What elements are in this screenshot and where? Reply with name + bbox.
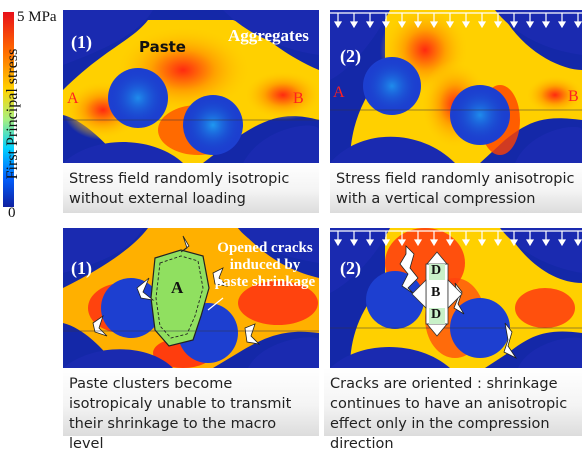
b-label-middle: B [431, 285, 441, 300]
aggregates-label: Aggregates [228, 26, 309, 45]
paste-cluster-label: A [171, 278, 184, 297]
panel-number: (2) [340, 258, 361, 278]
caption-top-right: Stress field randomly anisotropic with a… [330, 163, 582, 213]
d-label-top: D [431, 263, 442, 278]
caption-bottom-left: Paste clusters become isotropicaly unabl… [63, 368, 319, 452]
point-b-label: B [293, 90, 304, 107]
point-a-label: A [67, 90, 79, 107]
caption-top-left: Stress field randomly isotropic without … [63, 163, 319, 213]
panel-top-right-stress-map: (2) A B [330, 10, 582, 163]
crack-note: Opened cracks induced by paste shrinkage [214, 240, 316, 290]
colorbar-max-label: 5 MPa [17, 9, 57, 25]
point-a-label: A [333, 84, 345, 101]
panel-bottom-left-stress-map: (1) A Opened cracks induced by paste shr… [63, 228, 319, 368]
panel-number: (2) [340, 46, 361, 66]
panel-number: (1) [71, 258, 92, 278]
panel-number: (1) [71, 32, 92, 52]
panel-bottom-right-stress-map: (2) D B D [330, 228, 582, 368]
panel-top-left-stress-map: (1) Paste Aggregates A B [63, 10, 319, 163]
caption-bottom-right: Cracks are oriented : shrinkage continue… [324, 368, 582, 452]
paste-label: Paste [139, 38, 186, 56]
colorbar [3, 12, 14, 207]
compression-indicator [411, 251, 463, 337]
d-label-bottom: D [431, 307, 442, 322]
colorbar-min-label: 0 [8, 205, 16, 221]
colorbar-title: First Principal stress [4, 48, 21, 180]
point-b-label: B [568, 88, 579, 105]
